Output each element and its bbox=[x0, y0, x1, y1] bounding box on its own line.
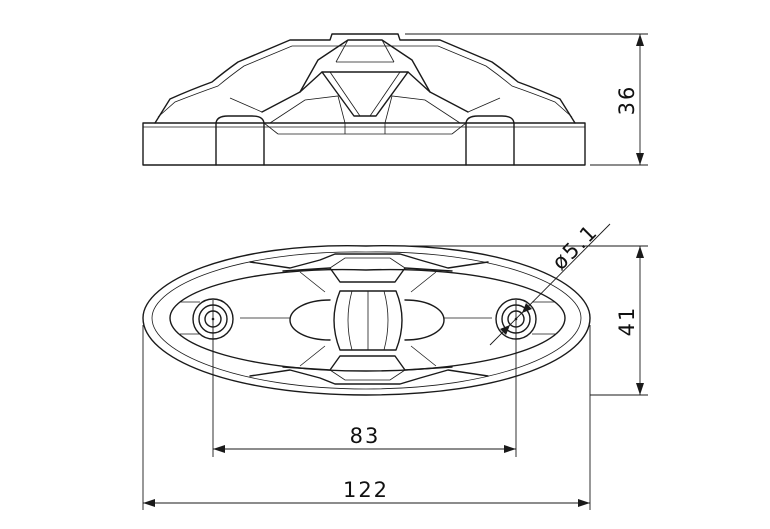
side-view bbox=[142, 33, 586, 166]
dimension-hole-diameter-label: ø5.1 bbox=[547, 219, 602, 274]
dimension-height: 36 bbox=[405, 33, 648, 166]
dimension-hole-spacing: 83 bbox=[212, 300, 517, 457]
dimension-overall-length-label: 122 bbox=[343, 478, 389, 502]
dimension-overall-length: 122 bbox=[142, 325, 591, 510]
dimension-width: 41 bbox=[400, 245, 648, 396]
dimension-height-label: 36 bbox=[615, 85, 639, 116]
dimension-width-label: 41 bbox=[615, 306, 639, 337]
dimension-hole-spacing-label: 83 bbox=[350, 424, 381, 448]
top-view bbox=[142, 245, 591, 396]
